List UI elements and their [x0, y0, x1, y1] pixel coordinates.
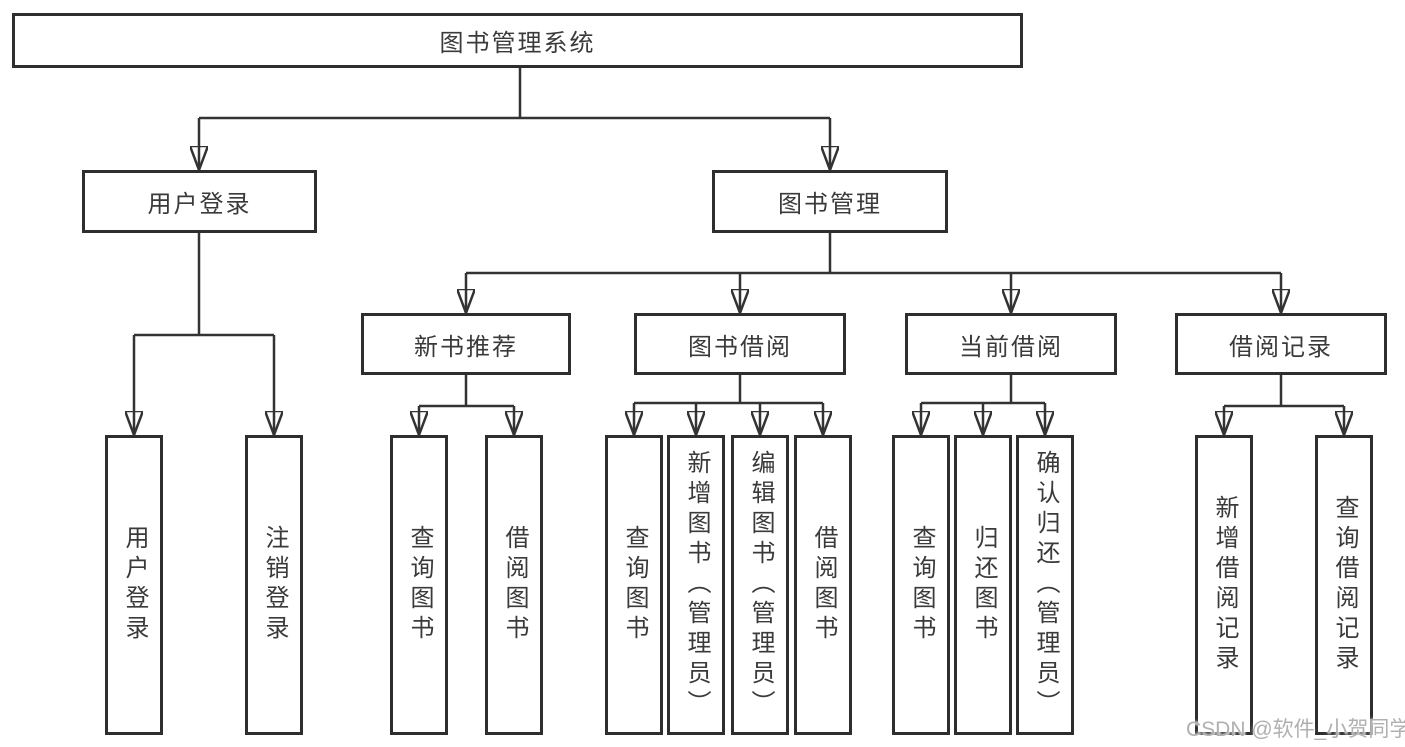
connector-management-to-level3: [466, 233, 1281, 312]
node-query-book-newbook: 查询图书: [390, 435, 448, 735]
node-book-management-module: 图书管理: [712, 170, 948, 233]
node-edit-book-admin: 编辑图书（管理员）: [731, 435, 789, 735]
node-borrow-records: 借阅记录: [1175, 313, 1387, 375]
node-label: 当前借阅: [959, 333, 1063, 361]
connector-root-to-level2: [199, 68, 830, 169]
node-label: 编辑图书（管理员）: [747, 450, 774, 720]
node-label: 查询图书: [406, 525, 433, 645]
node-library-management-system: 图书管理系统: [12, 13, 1023, 68]
node-borrow-book-newbook: 借阅图书: [485, 435, 543, 735]
node-query-borrow-record: 查询借阅记录: [1315, 435, 1373, 735]
node-return-book: 归还图书: [954, 435, 1012, 735]
node-label: 查询借阅记录: [1331, 495, 1358, 675]
csdn-watermark: CSDN @软件_小贺同学: [1186, 718, 1405, 741]
node-user-login-module: 用户登录: [82, 170, 317, 233]
connector-login-to-children: [134, 233, 274, 434]
node-add-book-admin: 新增图书（管理员）: [667, 435, 725, 735]
node-label: 图书管理: [778, 191, 882, 218]
node-borrow-book-borrow: 借阅图书: [794, 435, 852, 735]
node-label: 新书推荐: [414, 333, 518, 361]
node-label: 借阅图书: [501, 525, 528, 645]
node-add-borrow-record: 新增借阅记录: [1195, 435, 1253, 735]
node-label: 归还图书: [970, 525, 997, 645]
connector-bookborrow-to-children: [634, 375, 823, 434]
node-current-borrow: 当前借阅: [905, 313, 1117, 375]
node-query-book-borrow: 查询图书: [605, 435, 663, 735]
node-label: 注销登录: [261, 525, 288, 645]
node-confirm-return-admin: 确认归还（管理员）: [1016, 435, 1074, 735]
node-label: 用户登录: [121, 525, 148, 645]
node-label: 借阅图书: [810, 525, 837, 645]
node-user-login-leaf: 用户登录: [105, 435, 163, 735]
node-label: 用户登录: [147, 191, 252, 218]
node-label: 确认归还（管理员）: [1032, 450, 1059, 720]
node-label: 查询图书: [621, 525, 648, 645]
node-label: 新增借阅记录: [1211, 495, 1238, 675]
node-label: 图书管理系统: [439, 30, 596, 57]
node-logout-leaf: 注销登录: [245, 435, 303, 735]
connector-currentborrow-to-children: [921, 375, 1045, 434]
connector-newbook-to-children: [419, 375, 514, 434]
node-book-borrow: 图书借阅: [634, 313, 846, 375]
node-label: 借阅记录: [1229, 333, 1333, 361]
node-label: 新增图书（管理员）: [683, 450, 710, 720]
node-new-book-recommend: 新书推荐: [361, 313, 571, 375]
connector-records-to-children: [1224, 375, 1344, 434]
node-query-book-current: 查询图书: [892, 435, 950, 735]
node-label: 图书借阅: [688, 333, 792, 361]
node-label: 查询图书: [908, 525, 935, 645]
